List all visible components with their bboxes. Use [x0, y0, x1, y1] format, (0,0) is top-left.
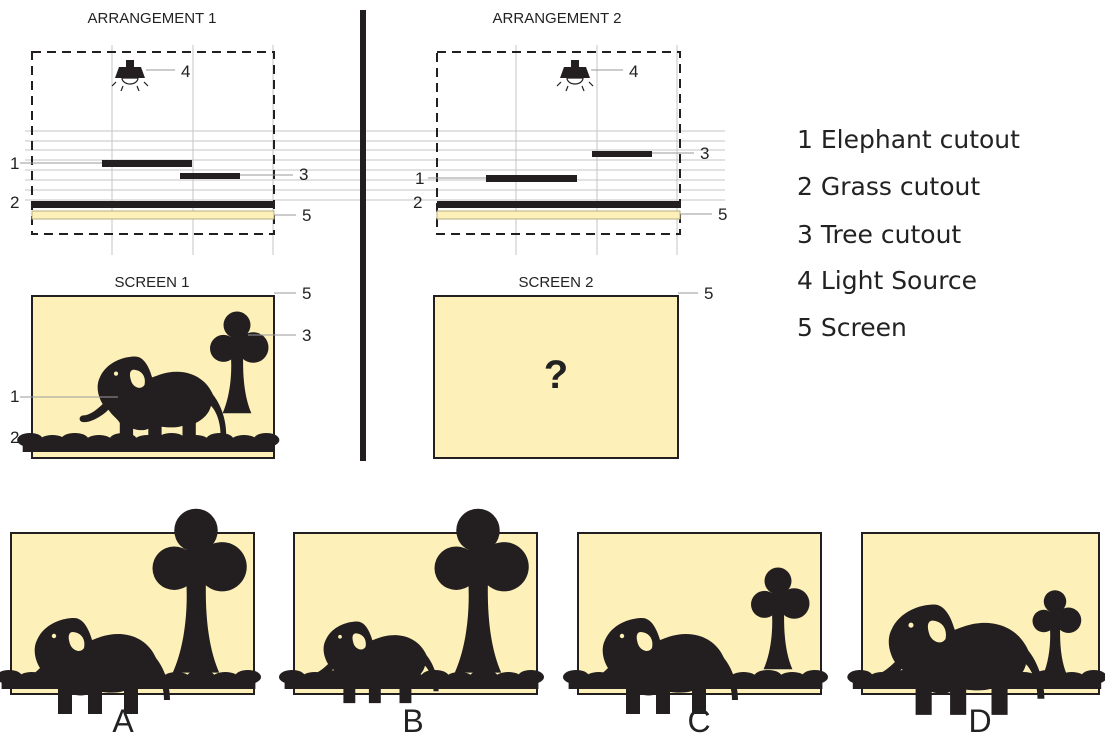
tree-cutout-bar: [592, 151, 652, 157]
screen-2-title: SCREEN 2: [518, 274, 593, 291]
label-screen: 5: [302, 284, 311, 303]
label-elephant: 1: [10, 387, 19, 406]
label-light: 4: [181, 62, 190, 81]
legend-item: 3 Tree cutout: [797, 220, 961, 249]
elephant-cutout-bar: [102, 160, 192, 167]
arrangement-2-title: ARRANGEMENT 2: [493, 10, 622, 27]
arrangement-1-title: ARRANGEMENT 1: [88, 10, 217, 27]
arrangement-1: ARRANGEMENT 1 4 1 3 2 5: [10, 10, 725, 255]
tree-cutout-bar: [180, 173, 240, 179]
light-source-icon: [556, 59, 594, 92]
label-elephant: 1: [10, 154, 19, 173]
option-d-label: D: [968, 703, 991, 739]
grass-cutout-bar: [437, 201, 680, 208]
center-divider: [360, 10, 366, 461]
option-c-label: C: [687, 703, 710, 739]
screen-1-title: SCREEN 1: [114, 274, 189, 291]
option-b[interactable]: B: [278, 508, 545, 739]
option-d[interactable]: D: [847, 532, 1105, 739]
light-source-icon: [111, 59, 149, 92]
screen-2-panel: [433, 295, 679, 459]
legend-item: 1 Elephant cutout: [797, 125, 1020, 154]
label-grass: 2: [10, 428, 19, 447]
label-light: 4: [629, 62, 638, 81]
arrangement-2-box: [436, 51, 681, 235]
grass-shadow: [562, 670, 829, 689]
legend-item: 4 Light Source: [797, 266, 977, 295]
screen-bar: [436, 210, 681, 220]
screen-bar: [31, 210, 275, 220]
screen-2: SCREEN 2 ? 5: [433, 274, 713, 459]
option-a[interactable]: A: [0, 508, 262, 739]
question-mark: ?: [544, 353, 568, 397]
option-c[interactable]: C: [562, 532, 829, 739]
label-tree: 3: [302, 326, 311, 345]
label-screen: 5: [718, 205, 727, 224]
label-grass: 2: [413, 193, 422, 212]
elephant-cutout-bar: [486, 175, 577, 182]
grass-shadow: [847, 670, 1105, 689]
grass-cutout-bar: [32, 201, 274, 208]
label-grass: 2: [10, 193, 19, 212]
label-tree: 3: [299, 165, 308, 184]
screen-1: SCREEN 1 5 3 1 2: [10, 274, 311, 459]
grass-shadow: [17, 433, 280, 452]
label-screen: 5: [704, 284, 713, 303]
option-a-label: A: [112, 703, 134, 739]
legend-item: 5 Screen: [797, 313, 907, 342]
label-elephant: 1: [415, 169, 424, 188]
label-tree: 3: [700, 144, 709, 163]
arrangement-2: ARRANGEMENT 2 4 3 1 2 5: [413, 10, 727, 255]
grass-shadow: [278, 670, 545, 689]
label-screen: 5: [302, 206, 311, 225]
arrangement-1-box: [31, 51, 275, 235]
legend: 1 Elephant cutout 2 Grass cutout 3 Tree …: [797, 125, 1020, 342]
legend-item: 2 Grass cutout: [797, 172, 980, 201]
option-b-label: B: [402, 703, 423, 739]
